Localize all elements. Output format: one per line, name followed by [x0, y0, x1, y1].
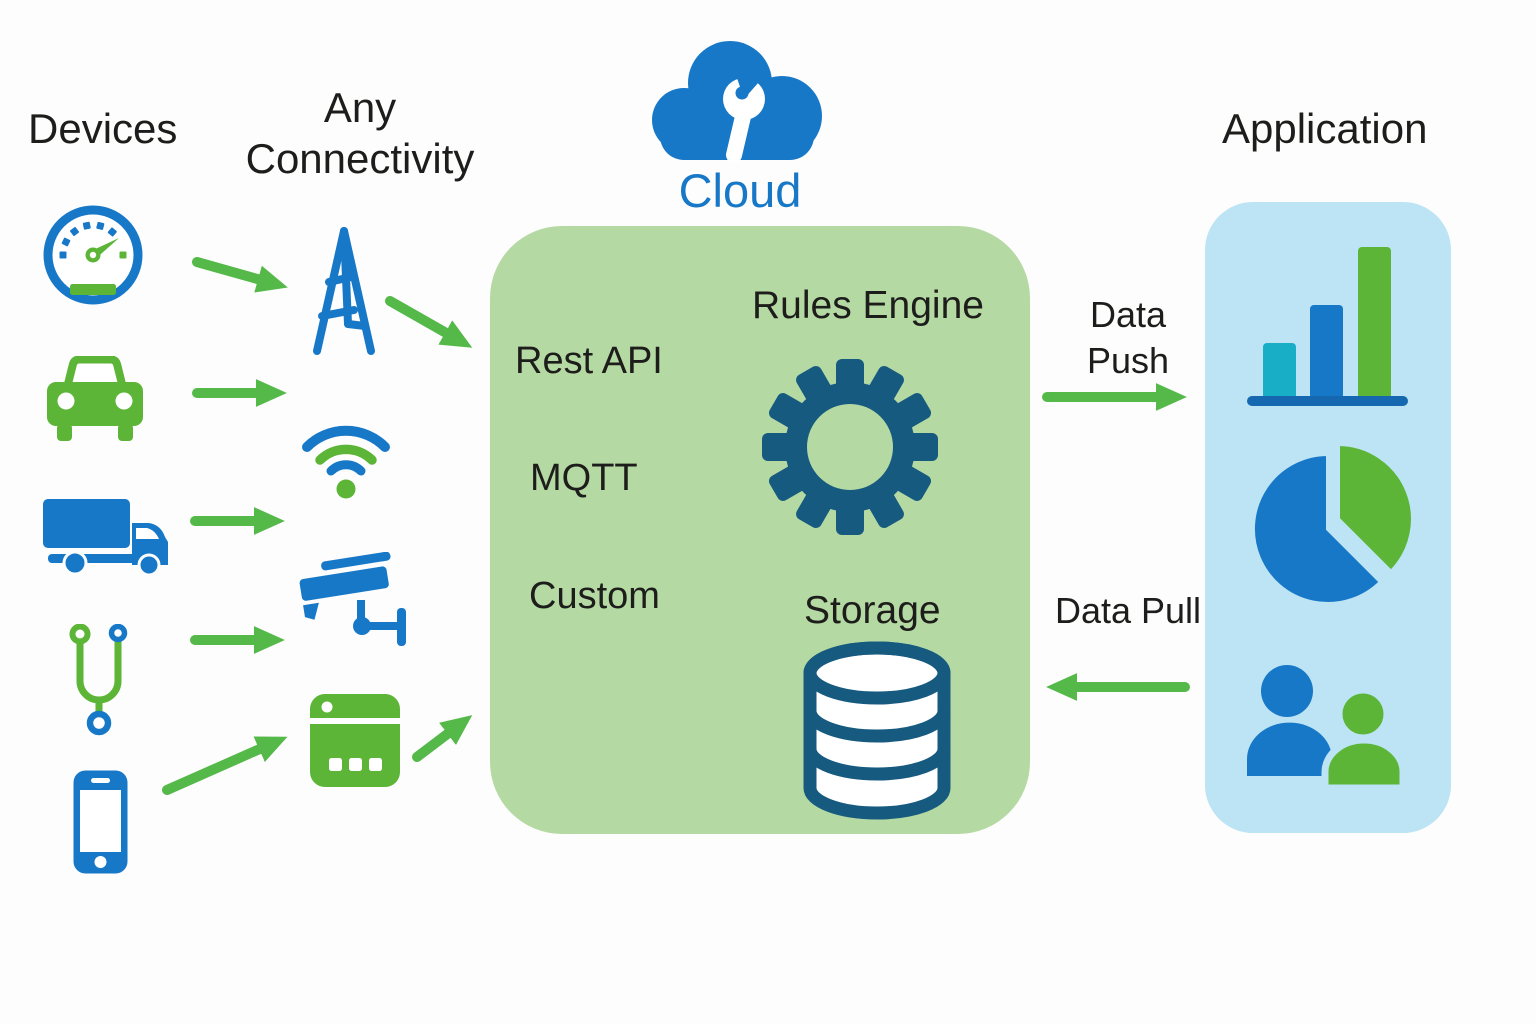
storage-label: Storage	[804, 589, 941, 632]
database-icon	[803, 641, 951, 820]
arrow-gateway-to-cloud	[412, 715, 473, 762]
truck-icon	[43, 499, 168, 577]
smartphone-icon	[73, 770, 128, 874]
arrow-tower-to-cloud	[385, 296, 473, 348]
connectivity-heading: Any Connectivity	[245, 84, 475, 183]
wifi-icon	[302, 425, 390, 499]
protocol-mqtt: MQTT	[530, 457, 638, 499]
pie-chart-icon	[1250, 444, 1415, 606]
rules-engine-label: Rules Engine	[752, 284, 984, 327]
stethoscope-icon	[69, 624, 128, 736]
cloud-wrench-icon	[652, 41, 822, 162]
arrow-speedometer-to-tower	[192, 257, 288, 293]
protocol-custom: Custom	[529, 575, 660, 617]
iot-gateway-icon	[310, 694, 400, 787]
users-icon	[1247, 665, 1407, 792]
bar-chart-icon	[1247, 247, 1408, 406]
protocol-rest-api: Rest API	[515, 340, 663, 382]
cctv-camera-icon	[299, 552, 406, 646]
cloud-heading: Cloud	[678, 164, 802, 217]
cell-tower-icon	[313, 227, 375, 355]
data-pull-label: Data Pull	[1054, 590, 1202, 631]
car-icon	[47, 356, 143, 441]
application-panel	[1205, 202, 1451, 833]
arrow-phone-to-gateway	[162, 736, 288, 795]
devices-heading: Devices	[28, 105, 178, 152]
gear-icon	[762, 359, 938, 535]
speedometer-icon	[43, 205, 143, 305]
cloud-platform-box: Rest API MQTT Custom Rules Engine Storag…	[490, 226, 1030, 834]
application-heading: Application	[1222, 105, 1428, 152]
data-push-label: Data Push	[1086, 294, 1170, 382]
